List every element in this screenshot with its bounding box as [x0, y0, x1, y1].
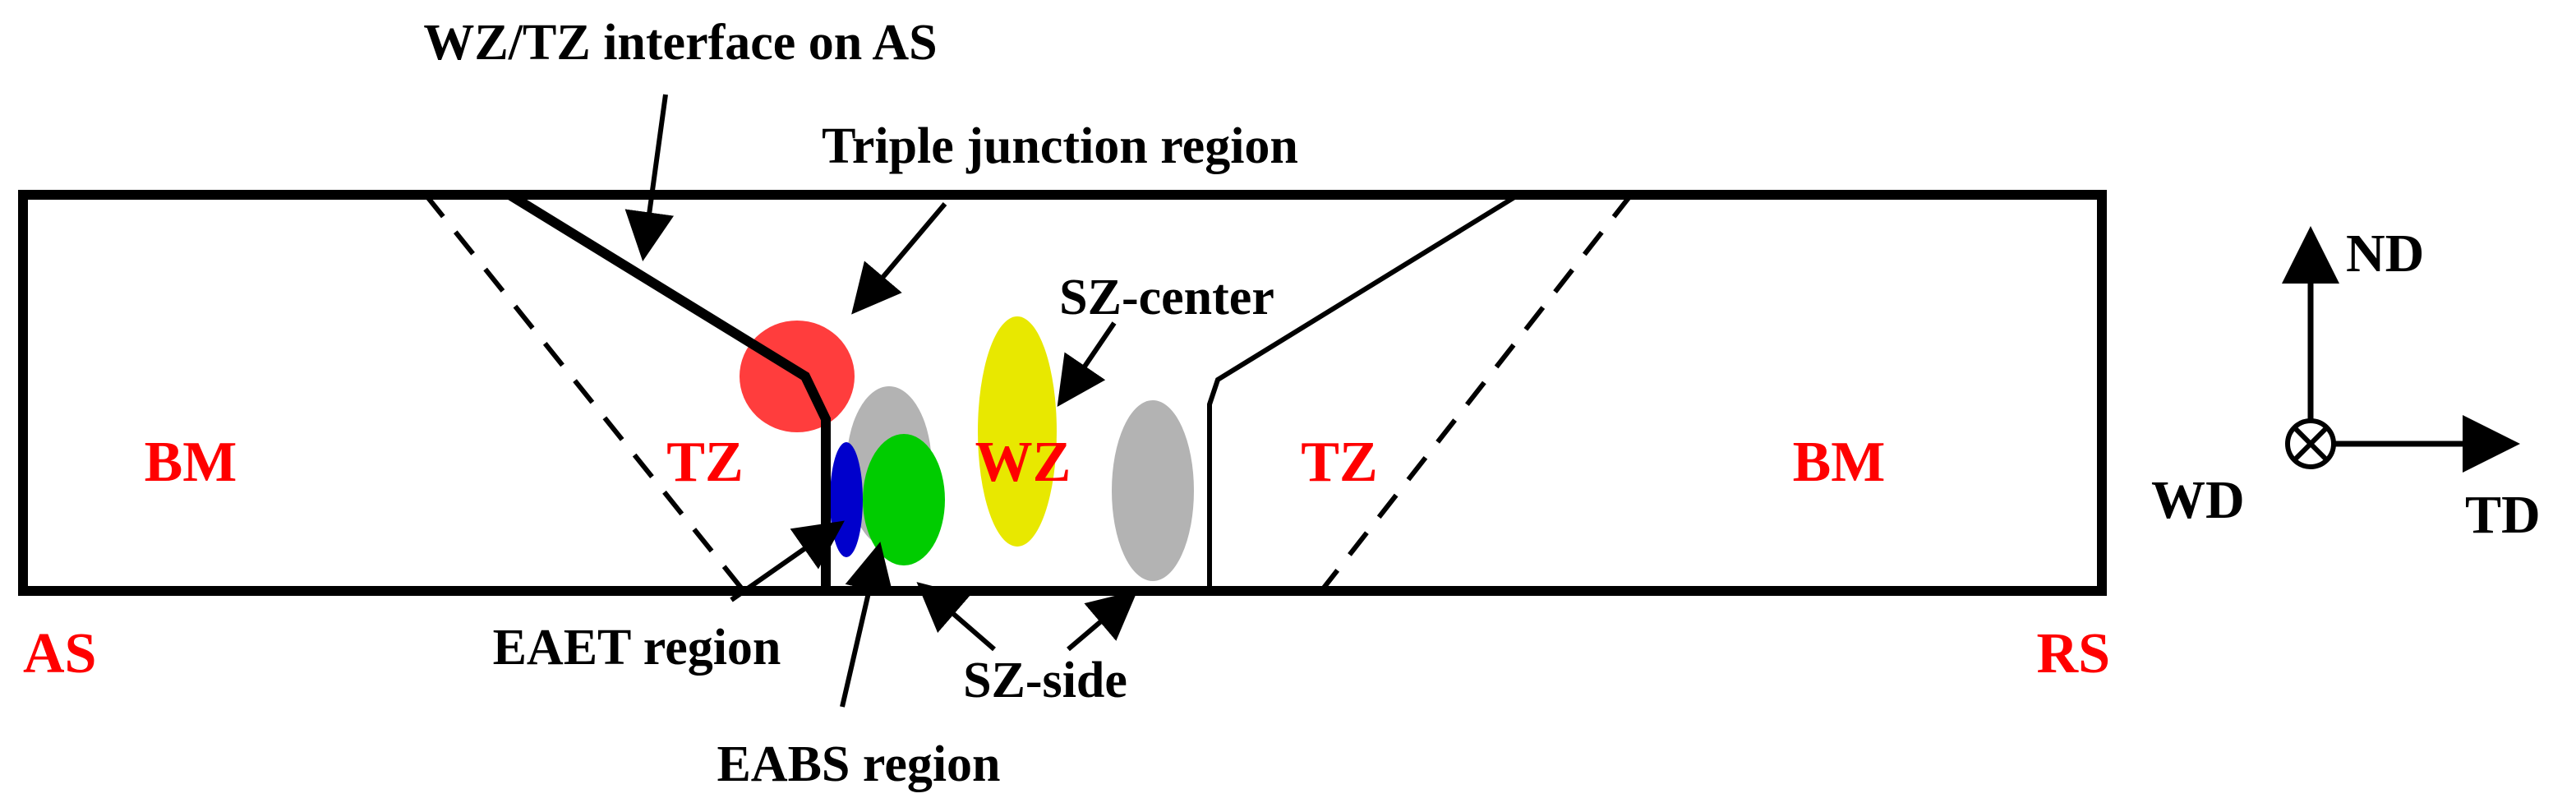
sz-side-label: SZ-side	[963, 653, 1127, 708]
eabs-label: EABS region	[717, 736, 1000, 792]
sz-side-marker-right	[1112, 400, 1194, 581]
right-tz-bm-boundary	[1319, 193, 1634, 593]
sz-center-arrow	[1057, 321, 1117, 407]
sz-side-arrow-left	[916, 582, 996, 652]
tz-left-label: TZ	[666, 431, 743, 494]
triple-junction-arrow	[851, 202, 947, 315]
sz-center-label: SZ-center	[1059, 270, 1274, 325]
sz-side-arrow-right	[1067, 590, 1138, 652]
as-wz-tz-interface-line	[506, 190, 831, 591]
right-wz-tz-boundary	[1207, 192, 1520, 591]
eabs-arrow	[840, 542, 894, 708]
bm-left-label: BM	[145, 431, 237, 494]
triple-junction-label: Triple junction region	[822, 118, 1298, 174]
wz-tz-interface-arrow	[624, 94, 675, 261]
left-tz-bm-boundary	[423, 193, 746, 593]
plate-outline	[18, 190, 2107, 596]
tz-right-label: TZ	[1301, 431, 1377, 494]
advancing-side-label: AS	[23, 622, 96, 685]
wd-axis-label: WD	[2151, 470, 2245, 530]
nd-axis-label: ND	[2346, 224, 2424, 284]
eaet-arrow	[730, 520, 845, 602]
sz-center-marker	[978, 316, 1057, 547]
eabs-marker	[863, 434, 945, 565]
eaet-marker	[830, 442, 863, 557]
circle-cross-icon	[2285, 418, 2336, 469]
wz-label: WZ	[975, 431, 1071, 494]
td-axis-label: TD	[2465, 485, 2541, 545]
retreating-side-label: RS	[2037, 622, 2110, 685]
wz-tz-interface-label: WZ/TZ interface on AS	[423, 15, 937, 71]
bm-right-label: BM	[1793, 431, 1886, 494]
eaet-label: EAET region	[493, 620, 781, 676]
